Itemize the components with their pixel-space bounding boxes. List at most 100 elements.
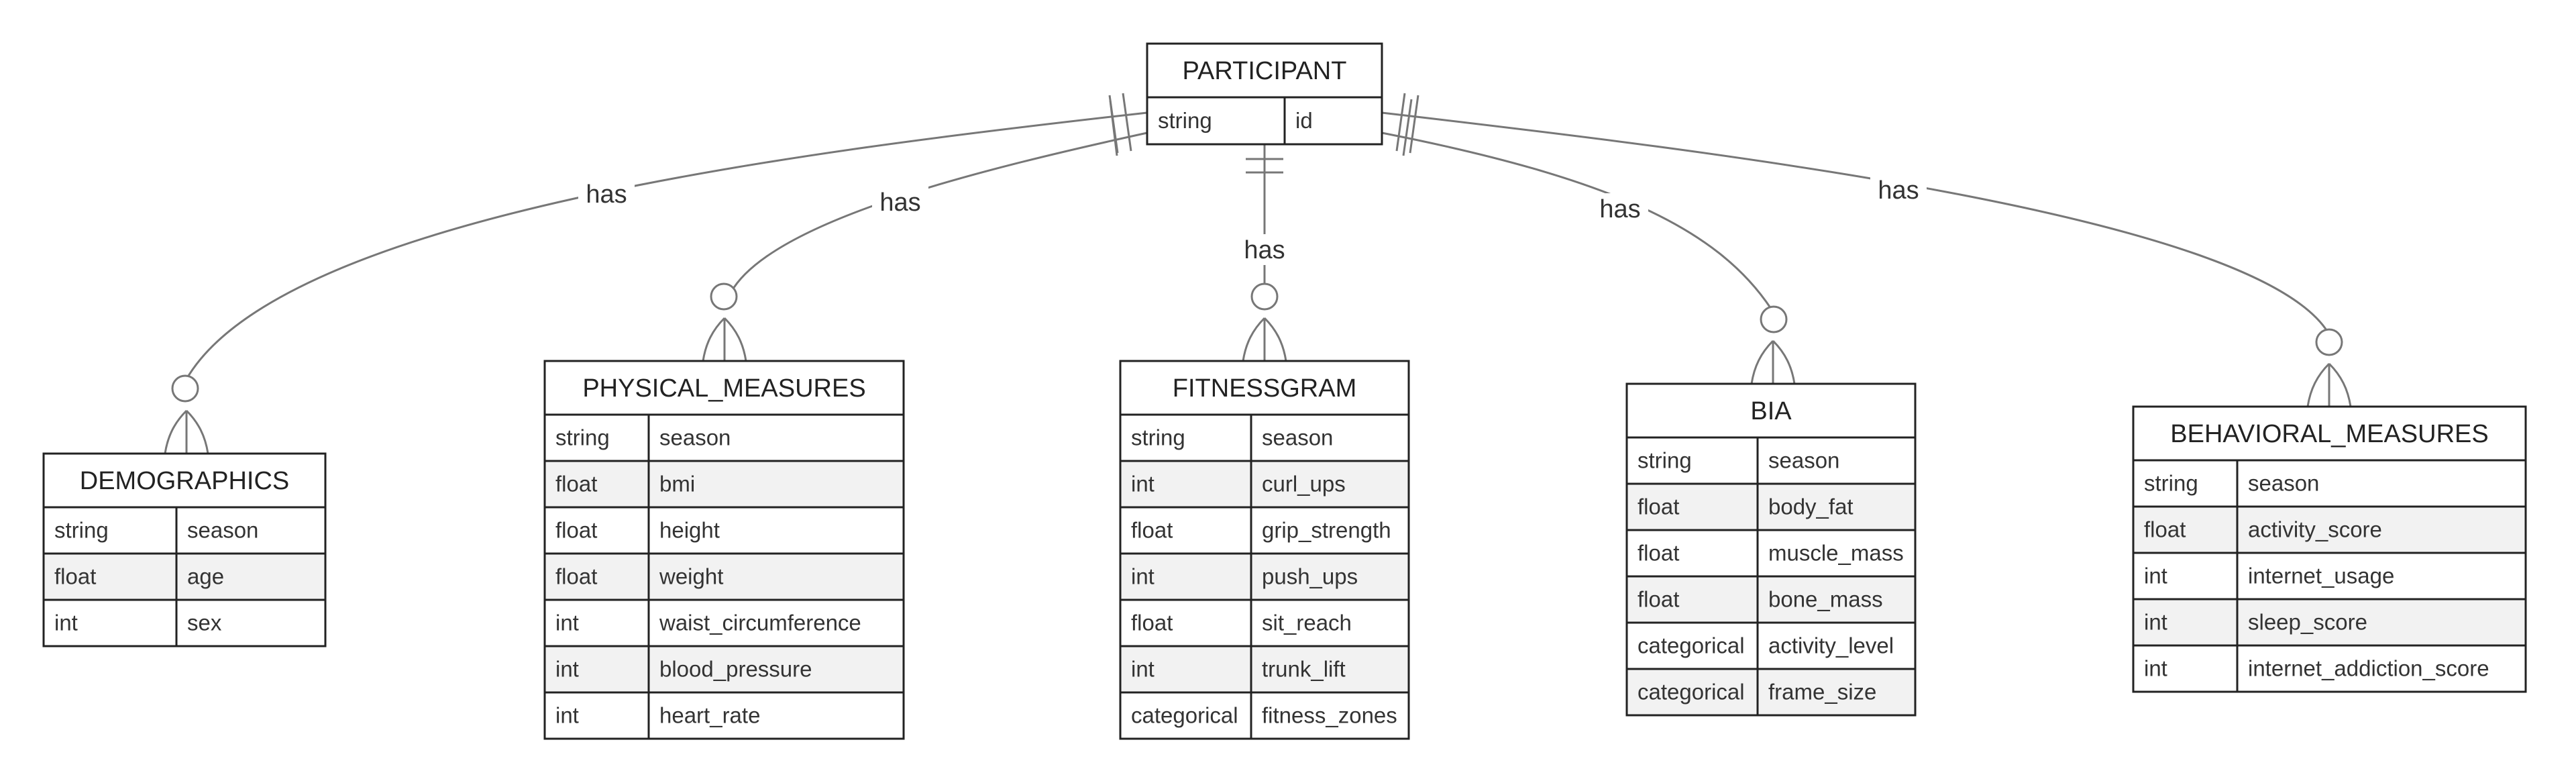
crowfoot-demographics bbox=[164, 374, 209, 454]
crowfoot-fitnessgram bbox=[1242, 282, 1287, 362]
attribute-row: string season bbox=[2133, 459, 2526, 507]
attribute-name: season bbox=[2248, 471, 2319, 496]
attribute-row: categorical frame_size bbox=[1627, 668, 1915, 715]
attribute-name: sex bbox=[187, 611, 222, 635]
attribute-type: categorical bbox=[1638, 680, 1745, 705]
attribute-row: int push_ups bbox=[1120, 552, 1409, 600]
relationship-line-behavioral-measures bbox=[1381, 111, 2329, 333]
attribute-name: activity_score bbox=[2248, 517, 2382, 542]
relationship-labels: has has has has has bbox=[578, 174, 1927, 265]
entity-title: BIA bbox=[1750, 397, 1792, 425]
zero-or-many-markers bbox=[164, 282, 2352, 454]
attribute-name: blood_pressure bbox=[659, 657, 812, 682]
attribute-type: int bbox=[555, 703, 579, 728]
attribute-type: int bbox=[2144, 656, 2167, 681]
attribute-name: age bbox=[187, 564, 224, 589]
attribute-row: int heart_rate bbox=[545, 691, 904, 739]
attribute-type: int bbox=[2144, 610, 2167, 635]
entity-title: FITNESSGRAM bbox=[1173, 374, 1356, 403]
crowfoot-bia bbox=[1750, 305, 1796, 384]
relationship-line-bia bbox=[1381, 132, 1772, 309]
exactly-one-markers bbox=[1108, 93, 1419, 174]
attribute-name: muscle_mass bbox=[1768, 541, 1904, 566]
attribute-type: int bbox=[555, 611, 579, 635]
attribute-name: internet_addiction_score bbox=[2248, 656, 2489, 681]
attribute-row: float age bbox=[44, 552, 325, 600]
relationship-lines bbox=[185, 111, 2329, 380]
entity-participant: PARTICIPANT string id bbox=[1146, 42, 1383, 146]
attribute-row: float bmi bbox=[545, 460, 904, 507]
attribute-name: weight bbox=[659, 564, 723, 589]
attribute-row: string season bbox=[44, 506, 325, 554]
attribute-name: heart_rate bbox=[659, 703, 760, 728]
attribute-type: int bbox=[54, 611, 78, 635]
entity-title: BEHAVIORAL_MEASURES bbox=[2170, 420, 2488, 448]
attribute-type: int bbox=[1131, 472, 1155, 497]
attribute-name: curl_ups bbox=[1262, 472, 1346, 497]
relationship-label-fitnessgram: has bbox=[1244, 236, 1285, 264]
attribute-name: bmi bbox=[659, 472, 695, 497]
attribute-type: float bbox=[54, 564, 96, 589]
attribute-row: int sleep_score bbox=[2133, 598, 2526, 645]
attribute-row: int curl_ups bbox=[1120, 460, 1409, 507]
attribute-row: int sex bbox=[44, 598, 325, 646]
attribute-name: season bbox=[659, 425, 731, 450]
attribute-type: float bbox=[1131, 518, 1173, 543]
attribute-row: float grip_strength bbox=[1120, 506, 1409, 554]
attribute-name: season bbox=[1768, 448, 1839, 473]
one-marker-bia bbox=[1402, 99, 1413, 156]
attribute-name: id bbox=[1295, 108, 1313, 133]
attribute-name: season bbox=[187, 518, 258, 543]
attribute-type: string bbox=[1131, 425, 1185, 450]
attribute-row: int internet_addiction_score bbox=[2133, 644, 2526, 692]
attribute-name: waist_circumference bbox=[659, 611, 861, 635]
relationship-label-demographics: has bbox=[586, 180, 627, 209]
attribute-name: body_fat bbox=[1768, 494, 1854, 519]
entity-demographics: DEMOGRAPHICS string season float age int sex bbox=[42, 452, 327, 647]
attribute-type: float bbox=[2144, 517, 2186, 542]
relationship-label-physical-measures: has bbox=[879, 189, 920, 217]
one-marker-physical-measures bbox=[1109, 100, 1118, 156]
attribute-row: float activity_score bbox=[2133, 505, 2526, 553]
attribute-type: float bbox=[1638, 587, 1679, 612]
entity-title: PHYSICAL_MEASURES bbox=[582, 374, 865, 403]
attribute-type: float bbox=[1638, 541, 1679, 566]
attribute-type: int bbox=[555, 657, 579, 682]
attribute-name: bone_mass bbox=[1768, 587, 1883, 612]
entity-title: PARTICIPANT bbox=[1183, 57, 1347, 85]
attribute-row: int blood_pressure bbox=[545, 645, 904, 692]
attribute-type: int bbox=[1131, 564, 1155, 589]
attribute-type: string bbox=[2144, 471, 2198, 496]
attribute-row: string id bbox=[1147, 96, 1382, 144]
attribute-name: fitness_zones bbox=[1262, 703, 1397, 728]
crowfoot-physical-measures bbox=[702, 282, 747, 362]
attribute-row: string season bbox=[1627, 436, 1915, 484]
attribute-type: string bbox=[1638, 448, 1692, 473]
attribute-name: season bbox=[1262, 425, 1333, 450]
attribute-row: int waist_circumference bbox=[545, 598, 904, 646]
attribute-name: frame_size bbox=[1768, 680, 1876, 705]
attribute-name: sleep_score bbox=[2248, 610, 2367, 635]
crowfoot-behavioral-measures bbox=[2306, 328, 2352, 407]
attribute-type: string bbox=[54, 518, 109, 543]
one-marker-fitnessgram bbox=[1246, 158, 1283, 174]
attribute-type: float bbox=[555, 472, 597, 497]
attribute-name: grip_strength bbox=[1262, 518, 1391, 543]
relationship-label-bia: has bbox=[1599, 195, 1640, 223]
attribute-name: push_ups bbox=[1262, 564, 1358, 589]
attribute-type: string bbox=[1158, 108, 1212, 133]
entity-title: DEMOGRAPHICS bbox=[80, 467, 289, 495]
